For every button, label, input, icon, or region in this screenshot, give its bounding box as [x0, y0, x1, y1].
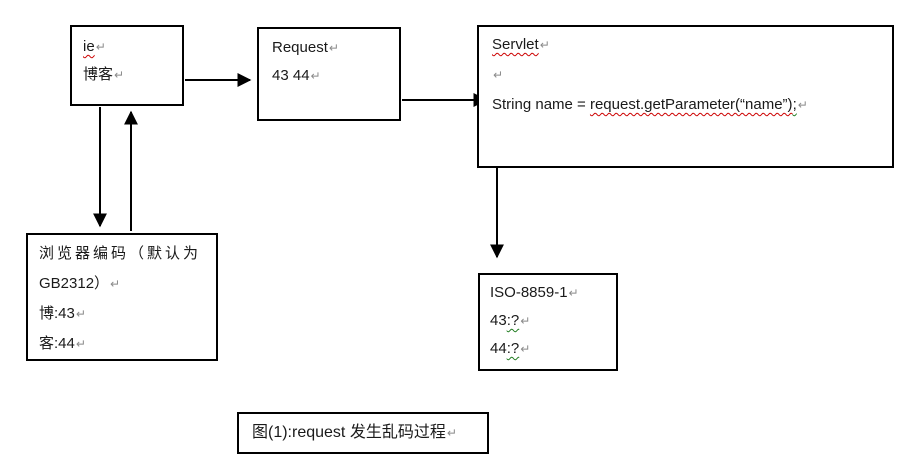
code-semicolon: ; — [792, 96, 797, 113]
request-box-line2: 43 44↵ — [272, 62, 399, 90]
ie-label: ie — [83, 38, 95, 55]
ie-box: ie↵ 博客↵ — [70, 25, 184, 106]
caption-line: 图(1):request 发生乱码过程↵ — [252, 422, 487, 444]
paragraph-mark-icon: ↵ — [75, 337, 86, 351]
code-plain-text: String name = — [492, 96, 590, 113]
iso-box-line3: 44:?↵ — [490, 335, 616, 363]
request-bytes-value: 43 44 — [272, 67, 310, 84]
iso-44-value: 44 — [490, 340, 507, 357]
iso-43-value: 43 — [490, 312, 507, 329]
iso-box-line2: 43:?↵ — [490, 307, 616, 335]
paragraph-mark-icon: ↵ — [328, 41, 339, 55]
paragraph-mark-icon: ↵ — [568, 286, 579, 300]
paragraph-mark-icon: ↵ — [446, 426, 457, 440]
gb2312-label: GB2312） — [39, 275, 110, 292]
iso-44-unknown-value: :? — [506, 340, 520, 357]
paragraph-mark-icon: ↵ — [520, 342, 531, 356]
paragraph-mark-icon: ↵ — [75, 307, 86, 321]
request-box-line1: Request↵ — [272, 34, 399, 62]
servlet-label: Servlet — [492, 36, 539, 53]
browser-encoding-line1: 浏览器编码（默认为 — [39, 239, 216, 269]
paragraph-mark-icon: ↵ — [493, 68, 504, 82]
servlet-box-code-line: String name = request.getParameter(“name… — [492, 90, 892, 120]
iso-8859-1-box: ISO-8859-1↵ 43:?↵ 44:?↵ — [478, 273, 618, 371]
code-spellchecked-text: request.getParameter(“name”) — [589, 96, 793, 113]
ie-box-line1: ie↵ — [83, 33, 182, 61]
servlet-box-title-line: Servlet↵ — [492, 30, 892, 60]
iso-43-unknown-value: :? — [506, 312, 520, 329]
browser-encoding-line4: 客:44↵ — [39, 329, 216, 359]
iso-8859-1-label: ISO-8859-1 — [490, 284, 568, 301]
request-label: Request — [272, 39, 328, 56]
browser-encoding-label: 浏览器编码（默认为 — [39, 245, 202, 262]
paragraph-mark-icon: ↵ — [520, 314, 531, 328]
paragraph-mark-icon: ↵ — [310, 69, 321, 83]
request-box: Request↵ 43 44↵ — [257, 27, 401, 121]
browser-encoding-box: 浏览器编码（默认为 GB2312）↵ 博:43↵ 客:44↵ — [26, 233, 218, 361]
ke-44-value: 客:44 — [39, 335, 75, 352]
servlet-box: Servlet↵ ↵ String name = request.getPara… — [477, 25, 894, 168]
iso-box-line1: ISO-8859-1↵ — [490, 279, 616, 307]
figure-caption-text: 图(1):request 发生乱码过程 — [252, 424, 446, 441]
paragraph-mark-icon: ↵ — [797, 98, 808, 112]
caption-box: 图(1):request 发生乱码过程↵ — [237, 412, 489, 454]
paragraph-mark-icon: ↵ — [95, 40, 106, 54]
boke-label: 博客 — [83, 66, 114, 83]
paragraph-mark-icon: ↵ — [114, 68, 125, 82]
browser-encoding-line2: GB2312）↵ — [39, 269, 216, 299]
ie-box-line2: 博客↵ — [83, 61, 182, 89]
paragraph-mark-icon: ↵ — [110, 277, 121, 291]
browser-encoding-line3: 博:43↵ — [39, 299, 216, 329]
servlet-box-empty-line: ↵ — [492, 60, 892, 90]
bo-43-value: 博:43 — [39, 305, 75, 322]
paragraph-mark-icon: ↵ — [539, 38, 550, 52]
